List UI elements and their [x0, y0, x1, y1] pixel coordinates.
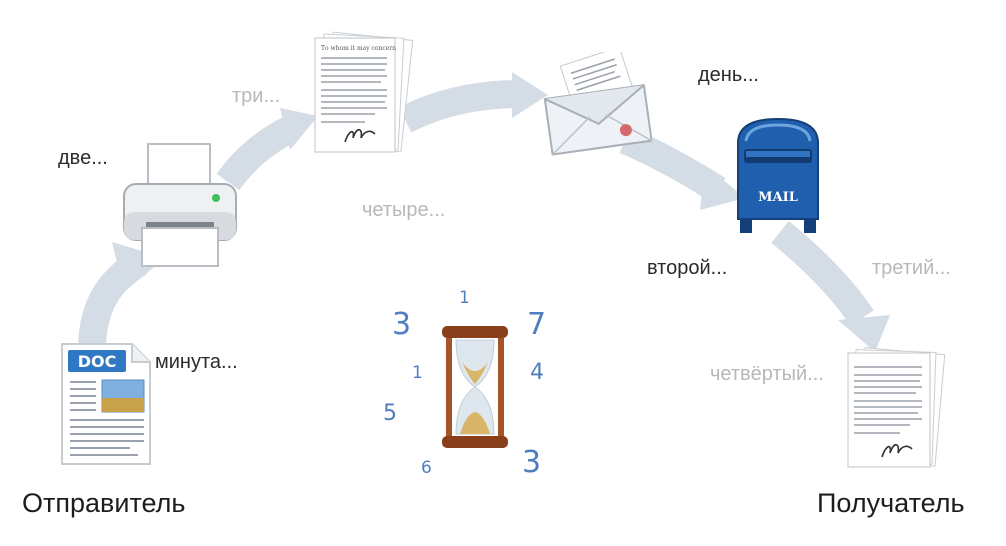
arrow-printer-to-papers	[216, 115, 299, 191]
clock-number: 3	[522, 445, 542, 480]
printer-icon	[118, 140, 242, 268]
clock-number: 4	[530, 360, 544, 385]
doc-file-icon: DOC	[60, 342, 152, 466]
doc-badge-text: DOC	[78, 352, 117, 371]
mailbox-badge-text: MAIL	[758, 190, 798, 205]
step-label-third: третий...	[872, 257, 951, 279]
arrow-papers-to-envelope	[398, 80, 521, 133]
clock-number: 3	[392, 307, 412, 342]
step-label-three: три...	[232, 85, 281, 107]
papers-heading: То whom it may concern	[321, 45, 396, 52]
step-label-minute: минута...	[155, 351, 238, 373]
arrowhead-papers	[280, 108, 318, 150]
step-label-fourth: четвёртый...	[710, 363, 824, 385]
clock-number: 5	[383, 401, 397, 426]
clock-number: 1	[412, 363, 423, 383]
signed-papers-icon-top: То whom it may concern	[305, 30, 415, 160]
arrowhead-envelope	[512, 72, 548, 118]
step-label-second: второй...	[647, 257, 728, 279]
mailbox-icon: MAIL	[728, 115, 828, 237]
clock-number: 7	[527, 307, 547, 342]
envelope-icon	[540, 46, 653, 156]
step-label-day: день...	[698, 64, 759, 86]
hourglass-icon	[438, 322, 512, 452]
sender-label: Отправитель	[22, 488, 186, 518]
step-label-four: четыре...	[362, 199, 446, 221]
clock-number: 6	[421, 458, 432, 478]
signed-papers-icon-end	[838, 345, 950, 473]
arrow-mailbox-to-papers	[771, 221, 874, 326]
clock-number: 1	[459, 288, 470, 308]
receiver-label: Получатель	[817, 488, 965, 518]
step-label-two: две...	[58, 147, 108, 169]
arrowhead-papers-end	[838, 315, 890, 352]
arrowhead-mailbox	[700, 165, 745, 210]
